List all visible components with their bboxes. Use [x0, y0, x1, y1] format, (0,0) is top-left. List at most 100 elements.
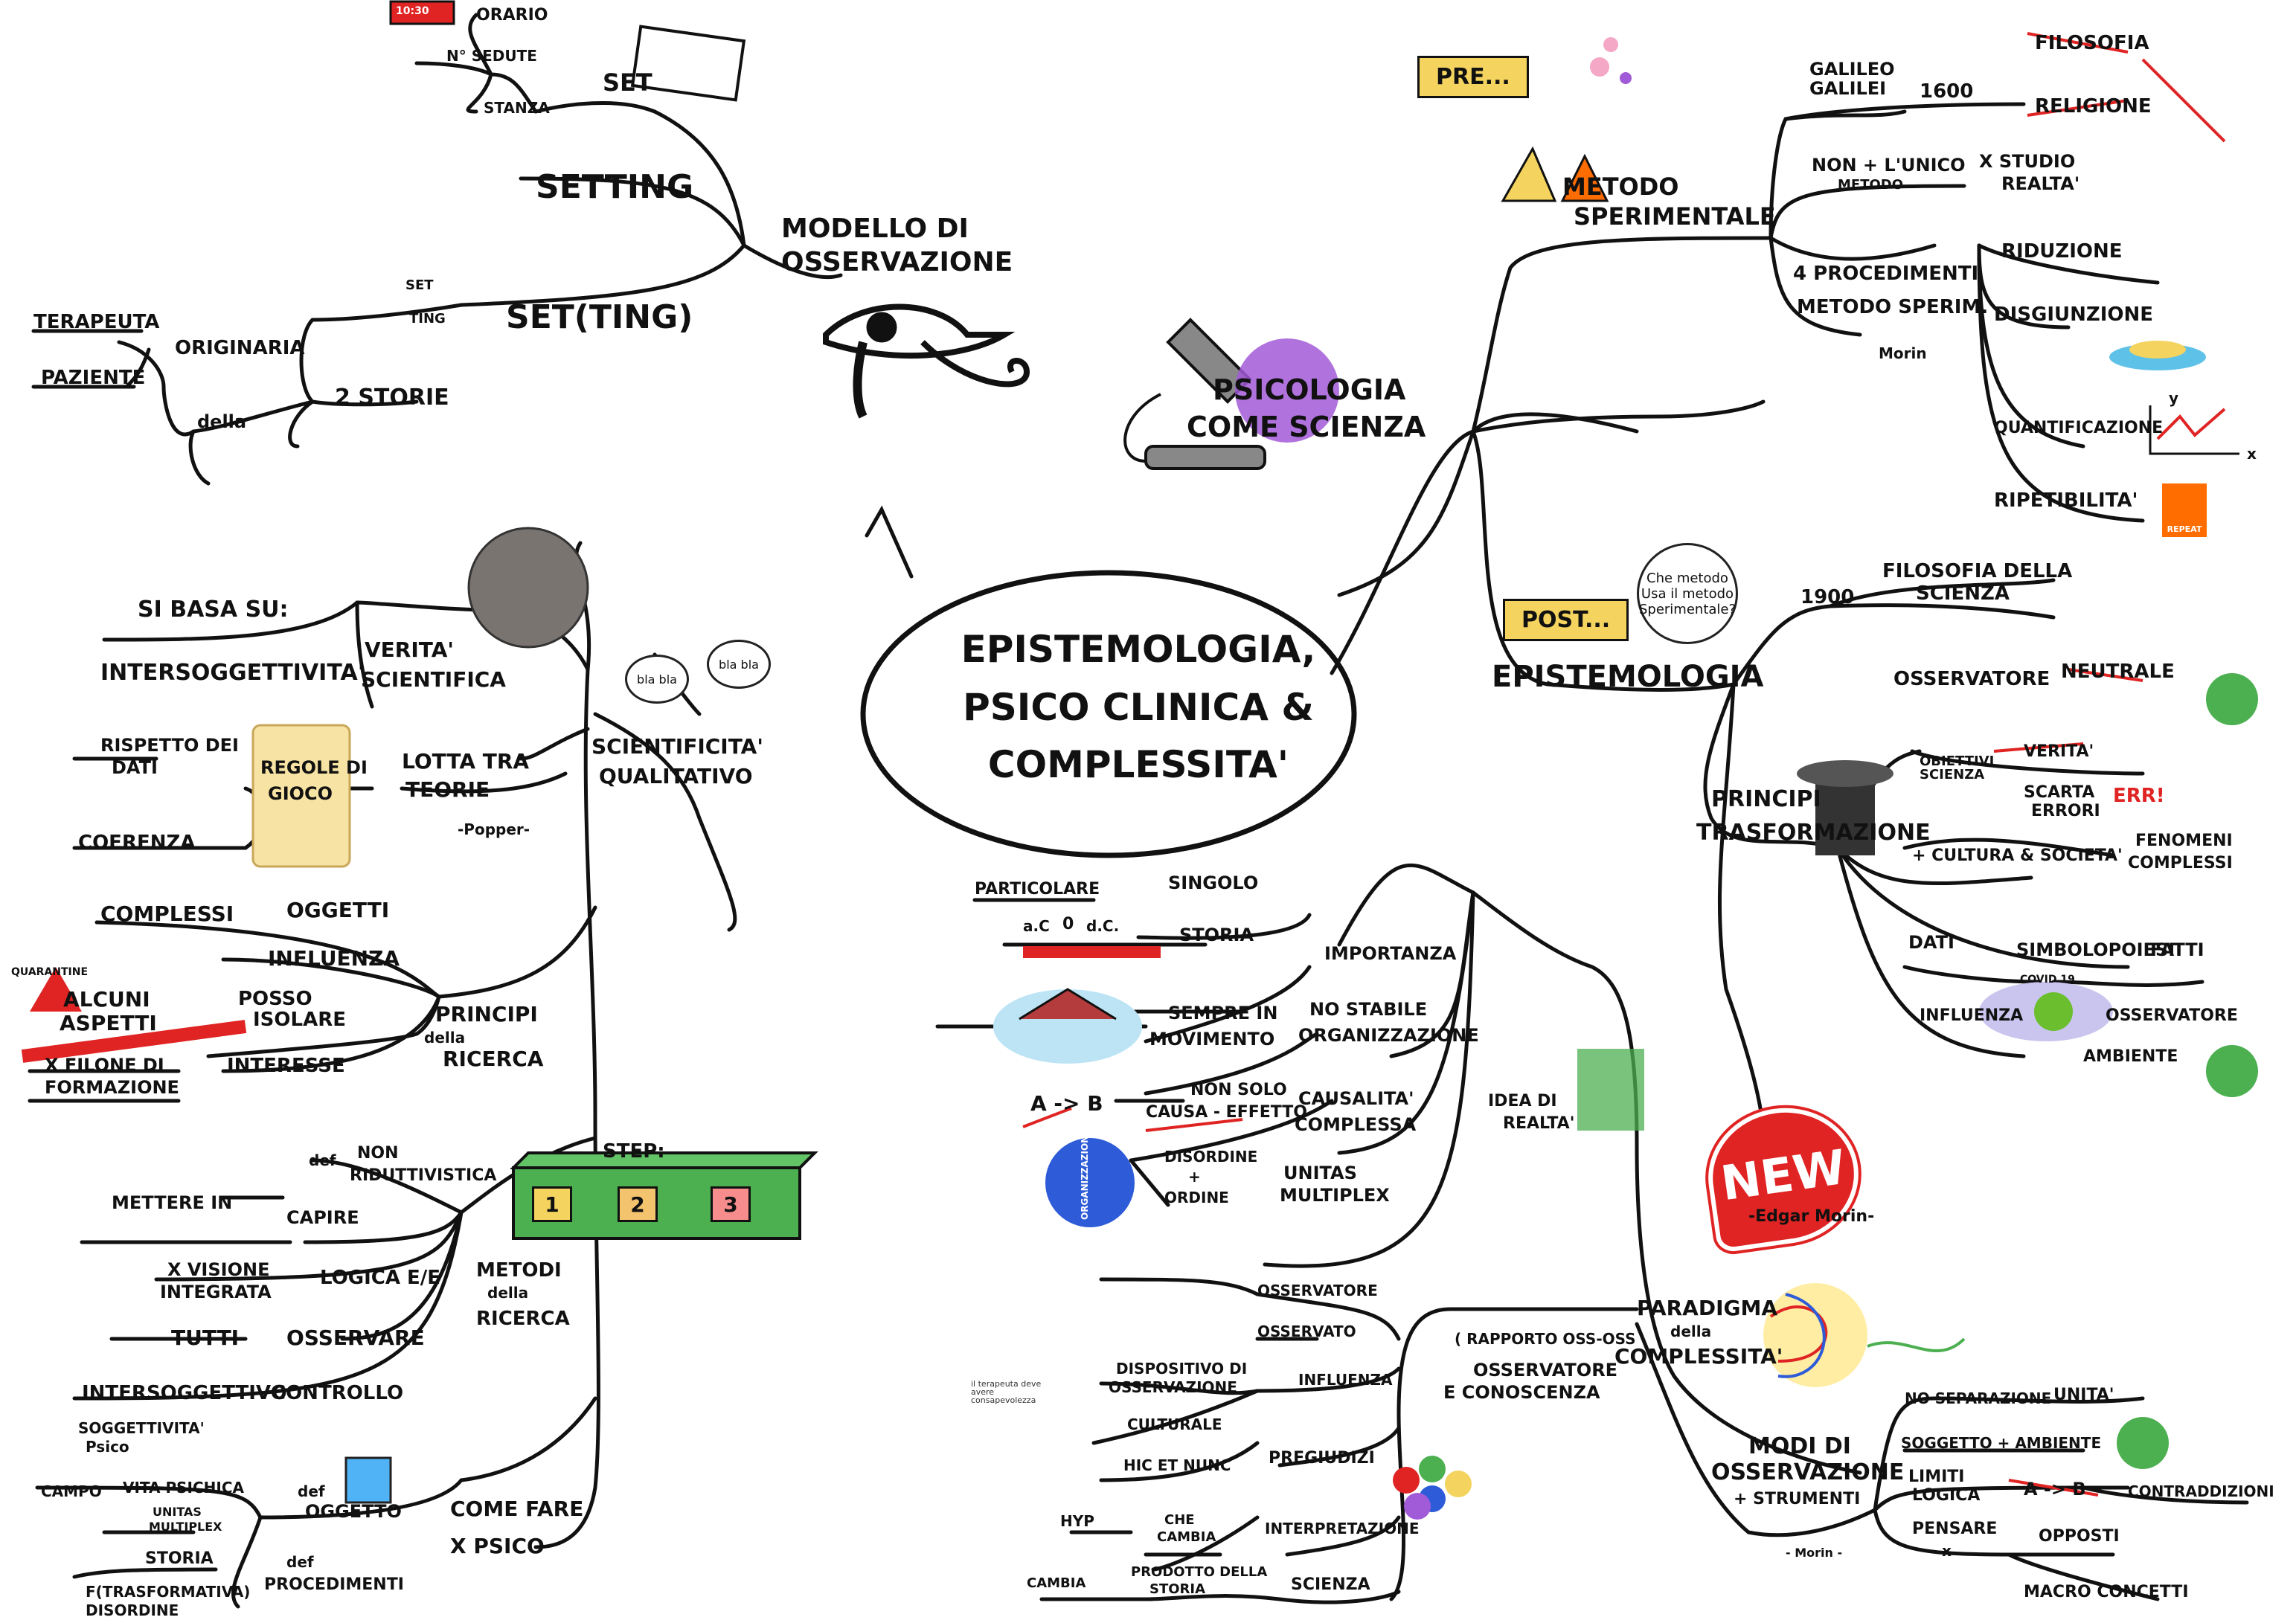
idea-1: IDEA di [1488, 1092, 1557, 1111]
filone-2: FORMAZIONE [45, 1077, 179, 1098]
microscope-icon [1123, 318, 1266, 470]
metodi-2: della [487, 1284, 529, 1302]
modi-1: MODI di [1748, 1433, 1851, 1459]
religione: RELIGIONE [2035, 95, 2152, 118]
step-label: STEP: [603, 1140, 665, 1163]
campo: CAMPO [41, 1482, 102, 1500]
center-title-line2: PSICO CLINICA & [963, 685, 1314, 729]
quarantine: QUARANTINE [11, 966, 89, 978]
stabile-2: ORGANIZZAZIONE [1298, 1025, 1479, 1046]
prodotto-2: STORIA [1149, 1581, 1206, 1597]
unitas-left-1: UNITAS [153, 1505, 202, 1519]
unitas-1: UNITAS [1283, 1163, 1357, 1183]
disgiunzione: DISGIUNZIONE [1994, 303, 2154, 326]
tutti: TUTTI [171, 1325, 240, 1350]
colored-dots-icon [1393, 1456, 1472, 1520]
osservatore-2: OSSERVATORE [2106, 1006, 2238, 1025]
principi-ricerca-3: RICERCA [443, 1047, 544, 1071]
singolo: SINGOLO [1168, 872, 1259, 893]
question-bubble: Che metodo Usa il metodo Sperimentale? [1637, 543, 1738, 644]
capire: CAPIRE [286, 1207, 359, 1228]
dispositivo-1: DISPOSITIVO DI [1116, 1360, 1248, 1378]
modello-title-1: MODELLO di [781, 213, 969, 244]
che-cambia-1: CHE [1164, 1512, 1195, 1528]
filosofia-scienza-1: FILOSOFIA della [1882, 560, 2073, 582]
vita-psichica: VITA PSICHICA [123, 1479, 244, 1497]
mettere: METTERE in [112, 1192, 233, 1213]
step-3: 3 [711, 1186, 751, 1222]
sperimentale-label: SPERIMENTALE [1574, 202, 1776, 231]
prodotto-1: PRODOTTO della [1131, 1564, 1268, 1580]
cambia: CAMBIA [1027, 1575, 1086, 1591]
scientificita-2: QUALITATIVO [599, 764, 753, 788]
causalita-2: COMPLESSA [1295, 1114, 1417, 1135]
repeat-icon: REPEAT [2162, 483, 2207, 537]
rispetto-2: DATI [112, 757, 158, 778]
osservare: OSSERVARE [286, 1325, 425, 1350]
lotta-2: TEORIE [405, 777, 490, 802]
rapporto-2: OSSERVATORE [1473, 1360, 1618, 1381]
pregiudizi: PREGIUDIZI [1269, 1449, 1375, 1468]
pre-tag: PRE... [1417, 56, 1529, 98]
non-riduttivistica-1: NON [357, 1144, 399, 1163]
lotta-1: LOTTA TRA [402, 749, 530, 774]
repeat-label: REPEAT [2167, 524, 2202, 534]
psicologia-1: PSICOLOGIA [1213, 373, 1406, 406]
step-2: 2 [618, 1186, 658, 1222]
osservatore: OSSERVATORE [1893, 668, 2050, 690]
unitas-2: MULTIPLEX [1280, 1185, 1390, 1206]
bla-bubble-2: bla bla [707, 640, 771, 689]
stabile-1: NO STABILE [1309, 999, 1428, 1020]
calendar-icon [630, 25, 746, 102]
metodi-3: RICERCA [476, 1308, 570, 1330]
x-studio-1: x STUDIO [1979, 151, 2076, 172]
soggettivita-1: SOGGETTIVITA' [78, 1419, 205, 1437]
culturale: CULTURALE [1127, 1415, 1222, 1433]
ambiente: AMBIENTE [2083, 1047, 2178, 1066]
def-oggetto-1: def [298, 1482, 325, 1500]
non-unico-2: METODO [1838, 177, 1904, 193]
ordine: ORDINE [1164, 1189, 1229, 1206]
limiti-1: LIMITI [1908, 1468, 1965, 1486]
axis-x: x [2247, 445, 2257, 463]
principi-label: PRINCIPI [1711, 786, 1821, 812]
morin-label: Morin [1879, 344, 1927, 362]
metodi-1: METODI [476, 1259, 562, 1282]
trasformazione-label: TRASFORMAZIONE [1696, 820, 1931, 846]
hic-nunc: HIC et NUNC [1123, 1456, 1231, 1474]
soggetto-ambiente: SOGGETTO + AMBIENTE [1901, 1434, 2102, 1452]
set: SET [603, 68, 652, 97]
center-title-line3: COMPLESSITA' [987, 743, 1289, 786]
ting-small: TING [409, 311, 446, 327]
fatti: FATTI [2150, 939, 2204, 960]
setting: SETTING [536, 168, 694, 206]
metodo-label: METODO [1562, 173, 1679, 201]
dati: DATI [1908, 932, 1955, 953]
logica-ee: LOGICA E/E [320, 1267, 441, 1289]
procedimenti-1: 4 PROCEDIMENTI [1793, 263, 1979, 285]
visione-1: X VISIONE [167, 1259, 270, 1280]
posso-1: POSSO [238, 988, 312, 1010]
filosofia: FILOSOFIA [2035, 32, 2149, 54]
particolare: PARTICOLARE [975, 880, 1100, 899]
terapeuta: TERAPEUTA [33, 311, 160, 333]
posso-2: ISOLARE [253, 1009, 346, 1031]
a-b: A -> B [1030, 1091, 1103, 1116]
axis-y: y [2169, 389, 2179, 407]
unitas-left-2: MULTIPLEX [149, 1520, 222, 1534]
procedimenti-2: METODO SPERIM. [1797, 296, 1989, 318]
galaxy-icon [1045, 1138, 1135, 1227]
trasformativa-2: DISORDINE [86, 1601, 179, 1619]
paziente: PAZIENTE [41, 367, 146, 389]
contraddizioni: CONTRADDIZIONI [2128, 1482, 2274, 1500]
che-cambia-2: CAMBIA [1157, 1529, 1216, 1545]
influenza-left: INFLUENZA [268, 946, 400, 971]
scarta-2: ERRORI [2031, 802, 2100, 820]
morin-footer: - Morin - [1786, 1546, 1843, 1560]
paradigma-2: della [1670, 1322, 1712, 1340]
quantificazione: QUANTIFICAZIONE [1994, 419, 2164, 437]
clock-label: 10:30 [396, 5, 429, 17]
riduzione: RIDUZIONE [2001, 240, 2123, 263]
filosofia-scienza-2: SCIENZA [1916, 582, 2010, 605]
